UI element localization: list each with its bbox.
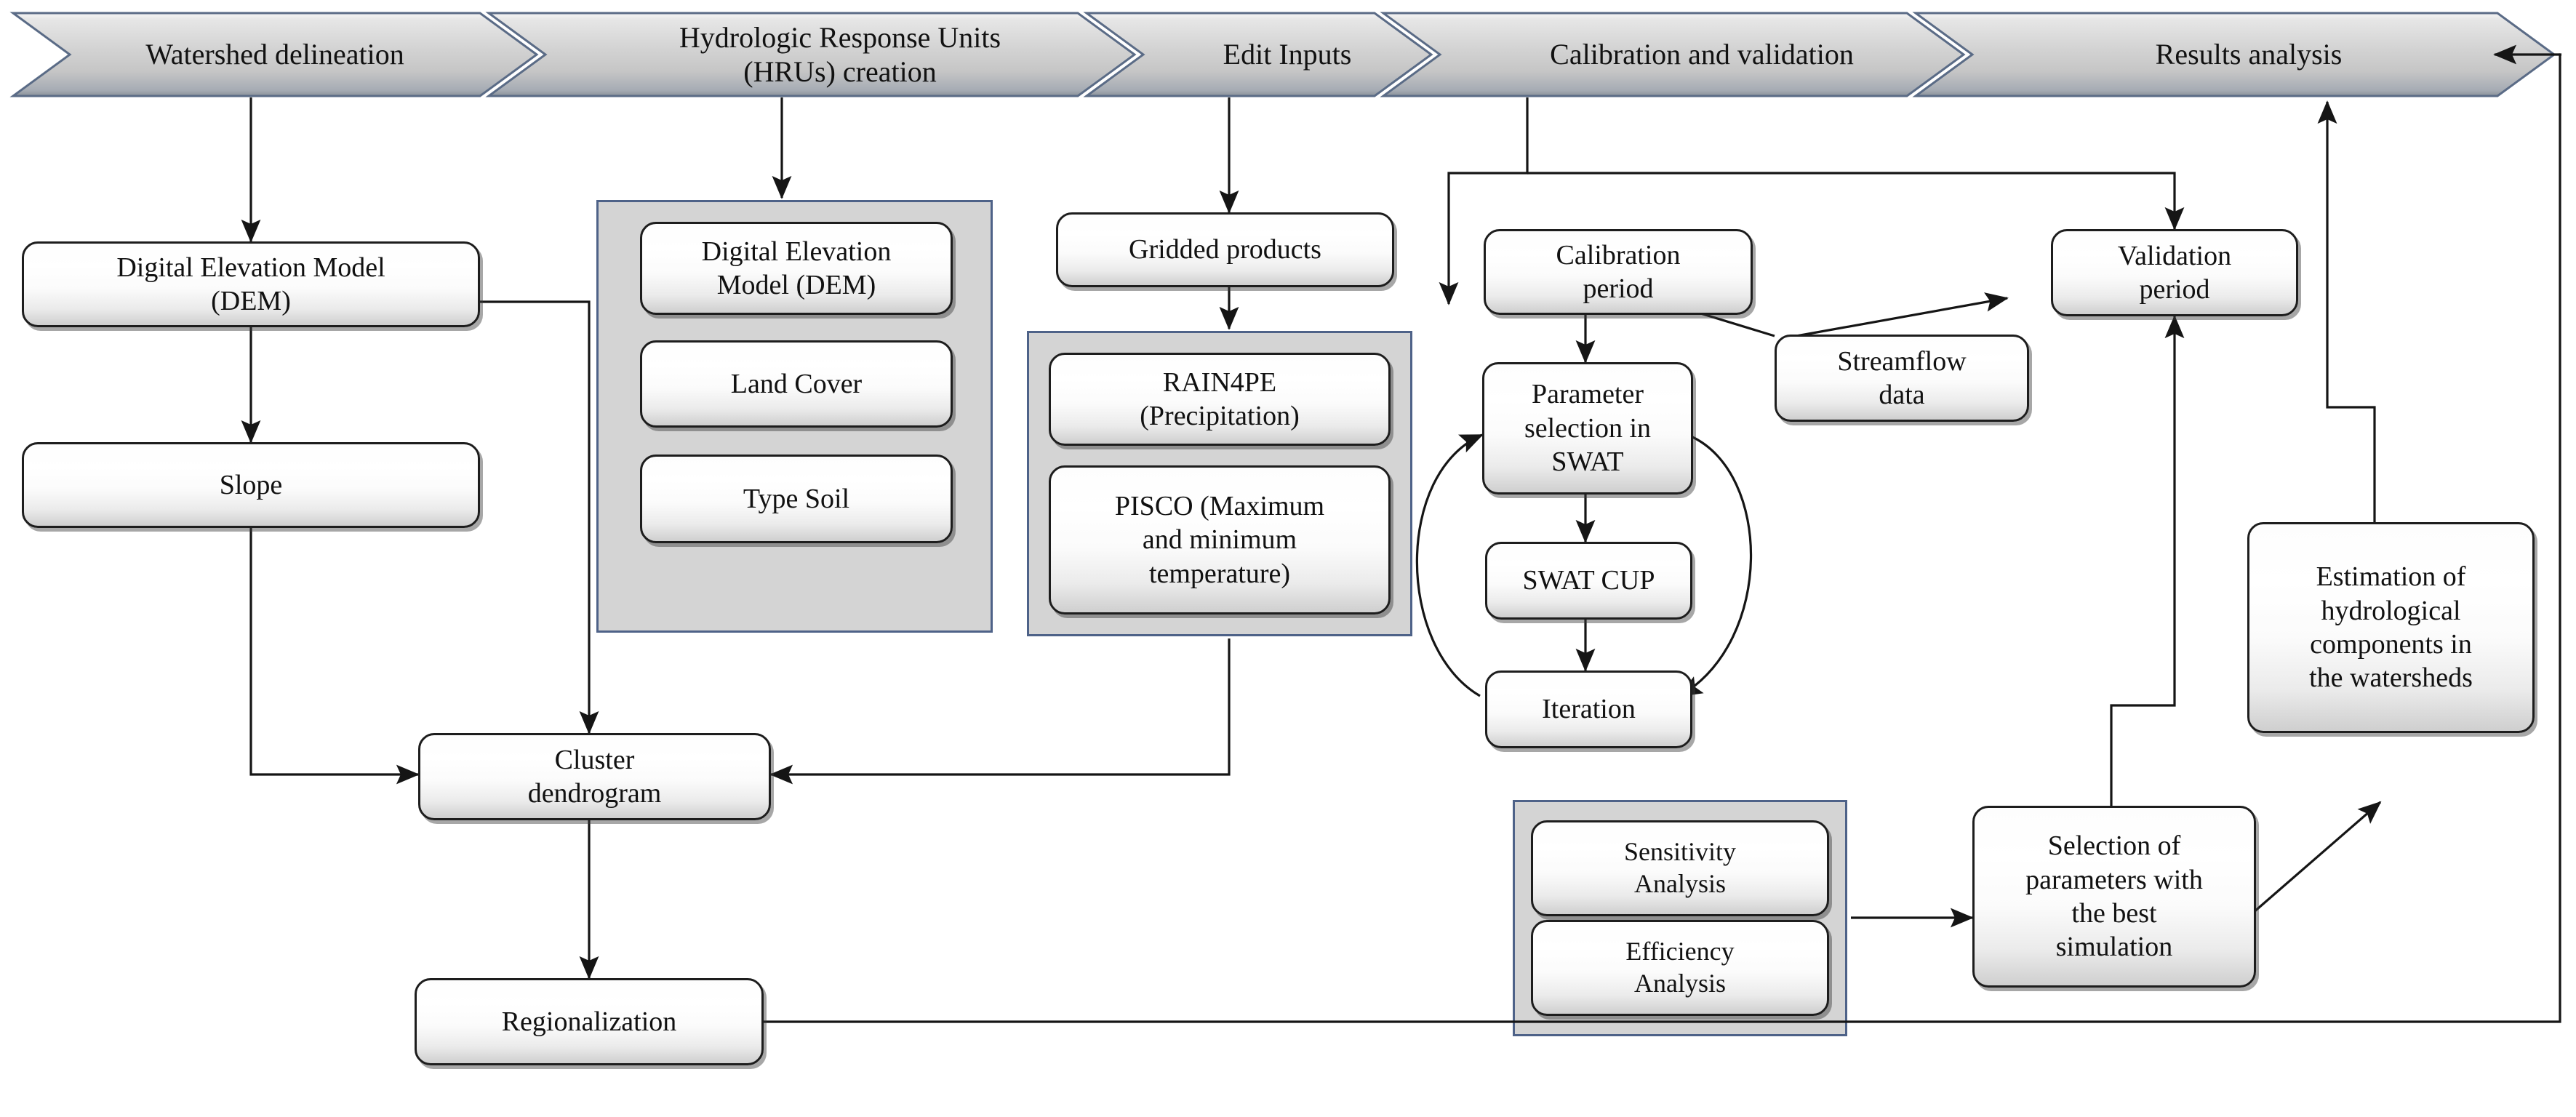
box-efficiency-analysis[interactable]: Efficiency Analysis — [1531, 920, 1829, 1016]
box-efficiency-line1: Efficiency — [1625, 937, 1735, 966]
phase-label-hru-creation-line1: Hydrologic Response Units — [679, 20, 1001, 54]
box-parameter-selection-line3: SWAT — [1551, 447, 1624, 478]
phase-results-analysis[interactable]: Results analysis — [1972, 13, 2525, 96]
box-estimation-hydrological-components[interactable]: Estimation of hydrological components in… — [2247, 522, 2535, 733]
box-hru-dem-line2: Model (DEM) — [716, 270, 876, 300]
box-swat-cup[interactable]: SWAT CUP — [1485, 542, 1692, 620]
phase-label-results-analysis: Results analysis — [2155, 38, 2343, 71]
phase-edit-inputs[interactable]: Edit Inputs — [1143, 13, 1431, 96]
box-estimation-line4: the watersheds — [2309, 662, 2473, 694]
box-hru-digital-elevation-model[interactable]: Digital Elevation Model (DEM) — [640, 222, 953, 315]
box-type-soil[interactable]: Type Soil — [640, 455, 953, 543]
box-type-soil-label: Type Soil — [743, 483, 850, 514]
box-hru-dem-line1: Digital Elevation — [701, 236, 892, 267]
box-rain4pe[interactable]: RAIN4PE (Precipitation) — [1049, 353, 1391, 446]
box-selection-best-line3: the best — [2071, 898, 2157, 929]
box-estimation-line2: hydrological — [2321, 595, 2461, 626]
box-parameter-selection-in-swat[interactable]: Parameter selection in SWAT — [1482, 362, 1693, 495]
box-validation-period-line2: period — [2139, 274, 2210, 305]
box-iteration-label: Iteration — [1542, 694, 1636, 725]
phase-label-edit-inputs: Edit Inputs — [1223, 38, 1352, 71]
phase-calibration-and-validation[interactable]: Calibration and validation — [1440, 13, 1964, 96]
box-sensitivity-line2: Analysis — [1634, 869, 1726, 898]
phase-hru-creation[interactable]: Hydrologic Response Units (HRUs) creatio… — [545, 13, 1135, 96]
box-dem-line2: (DEM) — [211, 286, 291, 316]
phase-watershed-delineation[interactable]: Watershed delineation — [13, 13, 537, 96]
box-rain4pe-line1: RAIN4PE — [1162, 367, 1277, 398]
box-pisco-line2: and minimum — [1142, 524, 1297, 556]
box-regionalization[interactable]: Regionalization — [415, 978, 764, 1065]
phase-label-hru-creation-line2: (HRUs) creation — [743, 55, 937, 88]
box-cluster-line2: dendrogram — [527, 778, 662, 809]
box-calibration-period-line2: period — [1583, 273, 1654, 304]
box-parameter-selection-line2: selection in — [1524, 412, 1652, 444]
box-selection-best-line1: Selection of — [2047, 830, 2181, 862]
box-dem-line1: Digital Elevation Model — [116, 252, 385, 283]
box-digital-elevation-model[interactable]: Digital Elevation Model (DEM) — [22, 241, 480, 327]
box-validation-period-line1: Validation — [2117, 240, 2232, 271]
box-slope-label: Slope — [219, 469, 283, 500]
box-efficiency-line2: Analysis — [1634, 969, 1726, 998]
box-cluster-dendrogram[interactable]: Cluster dendrogram — [418, 733, 771, 820]
phase-label-watershed-delineation: Watershed delineation — [145, 38, 404, 71]
box-selection-best-line4: simulation — [2055, 932, 2173, 963]
box-streamflow-data[interactable]: Streamflow data — [1775, 335, 2029, 422]
box-land-cover[interactable]: Land Cover — [640, 340, 953, 428]
box-selection-best-line2: parameters with — [2025, 864, 2203, 895]
box-regionalization-label: Regionalization — [501, 1006, 677, 1037]
phase-label-calibration-and-validation: Calibration and validation — [1550, 38, 1854, 71]
box-iteration[interactable]: Iteration — [1485, 670, 1692, 748]
box-rain4pe-line2: (Precipitation) — [1140, 401, 1300, 431]
box-gridded-products-label: Gridded products — [1129, 234, 1321, 265]
box-pisco-line1: PISCO (Maximum — [1114, 490, 1325, 521]
box-validation-period[interactable]: Validation period — [2051, 229, 2298, 316]
box-sensitivity-line1: Sensitivity — [1623, 837, 1737, 867]
box-streamflow-data-line2: data — [1879, 380, 1925, 410]
box-pisco[interactable]: PISCO (Maximum and minimum temperature) — [1049, 465, 1391, 614]
box-slope[interactable]: Slope — [22, 442, 480, 528]
box-estimation-line1: Estimation of — [2316, 561, 2466, 593]
box-calibration-period[interactable]: Calibration period — [1484, 229, 1753, 315]
box-parameter-selection-line1: Parameter — [1531, 379, 1644, 410]
box-cluster-line1: Cluster — [554, 744, 635, 775]
box-pisco-line3: temperature) — [1148, 558, 1291, 589]
box-land-cover-label: Land Cover — [730, 368, 863, 399]
box-gridded-products[interactable]: Gridded products — [1056, 212, 1394, 287]
box-swat-cup-label: SWAT CUP — [1522, 565, 1655, 596]
box-estimation-line3: components in — [2310, 629, 2472, 660]
box-streamflow-data-line1: Streamflow — [1837, 345, 1967, 377]
box-selection-of-parameters-best-simulation[interactable]: Selection of parameters with the best si… — [1972, 806, 2256, 988]
box-calibration-period-line1: Calibration — [1556, 239, 1681, 271]
box-sensitivity-analysis[interactable]: Sensitivity Analysis — [1531, 820, 1829, 916]
